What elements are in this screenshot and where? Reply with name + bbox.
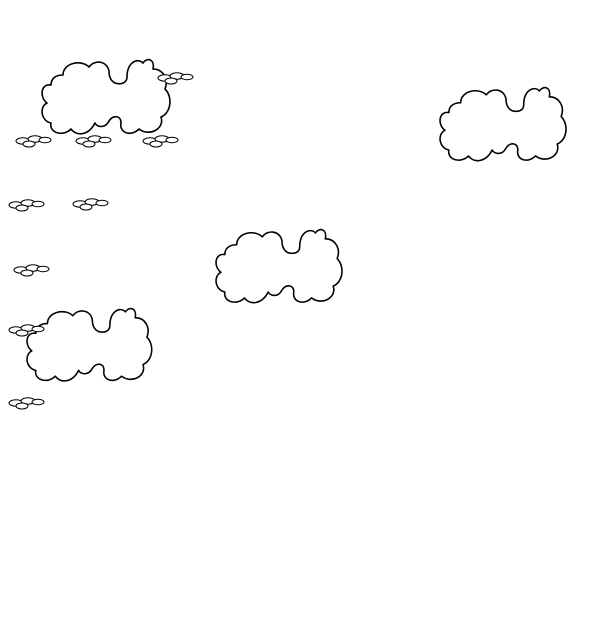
small-cloud-puff [180, 73, 194, 81]
large-clouds-group [26, 58, 567, 382]
small-cloud-cluster-1 [8, 199, 45, 212]
small-cloud-cluster-7 [75, 135, 112, 148]
small-cloud-puff [79, 203, 93, 211]
small-cloud-cluster-3 [13, 264, 50, 277]
small-cloud-puff [22, 140, 36, 148]
small-cloud-puff [149, 140, 163, 148]
small-cloud-cluster-5 [8, 397, 45, 410]
small-cloud-puff [98, 136, 112, 144]
small-clouds-group [8, 72, 194, 410]
small-cloud-puff [95, 199, 109, 207]
small-cloud-puff [15, 204, 29, 212]
small-cloud-puff [36, 265, 50, 273]
large-cloud-top-left [41, 58, 171, 135]
small-cloud-puff [165, 136, 179, 144]
small-cloud-puff [31, 200, 45, 208]
small-cloud-puff [164, 77, 178, 85]
small-cloud-puff [31, 398, 45, 406]
small-cloud-cluster-6 [15, 135, 52, 148]
small-cloud-cluster-8 [142, 135, 179, 148]
small-cloud-cluster-2 [72, 198, 109, 211]
small-cloud-puff [15, 329, 29, 337]
small-cloud-puff [15, 402, 29, 410]
small-cloud-puff [20, 269, 34, 277]
small-cloud-puff [38, 136, 52, 144]
large-cloud-center [215, 228, 343, 304]
large-cloud-left [26, 307, 153, 382]
large-cloud-top-right [439, 86, 567, 162]
small-cloud-puff [82, 140, 96, 148]
small-cloud-cluster-4 [8, 324, 45, 337]
small-cloud-puff [31, 325, 45, 333]
small-cloud-cluster-9 [157, 72, 194, 85]
